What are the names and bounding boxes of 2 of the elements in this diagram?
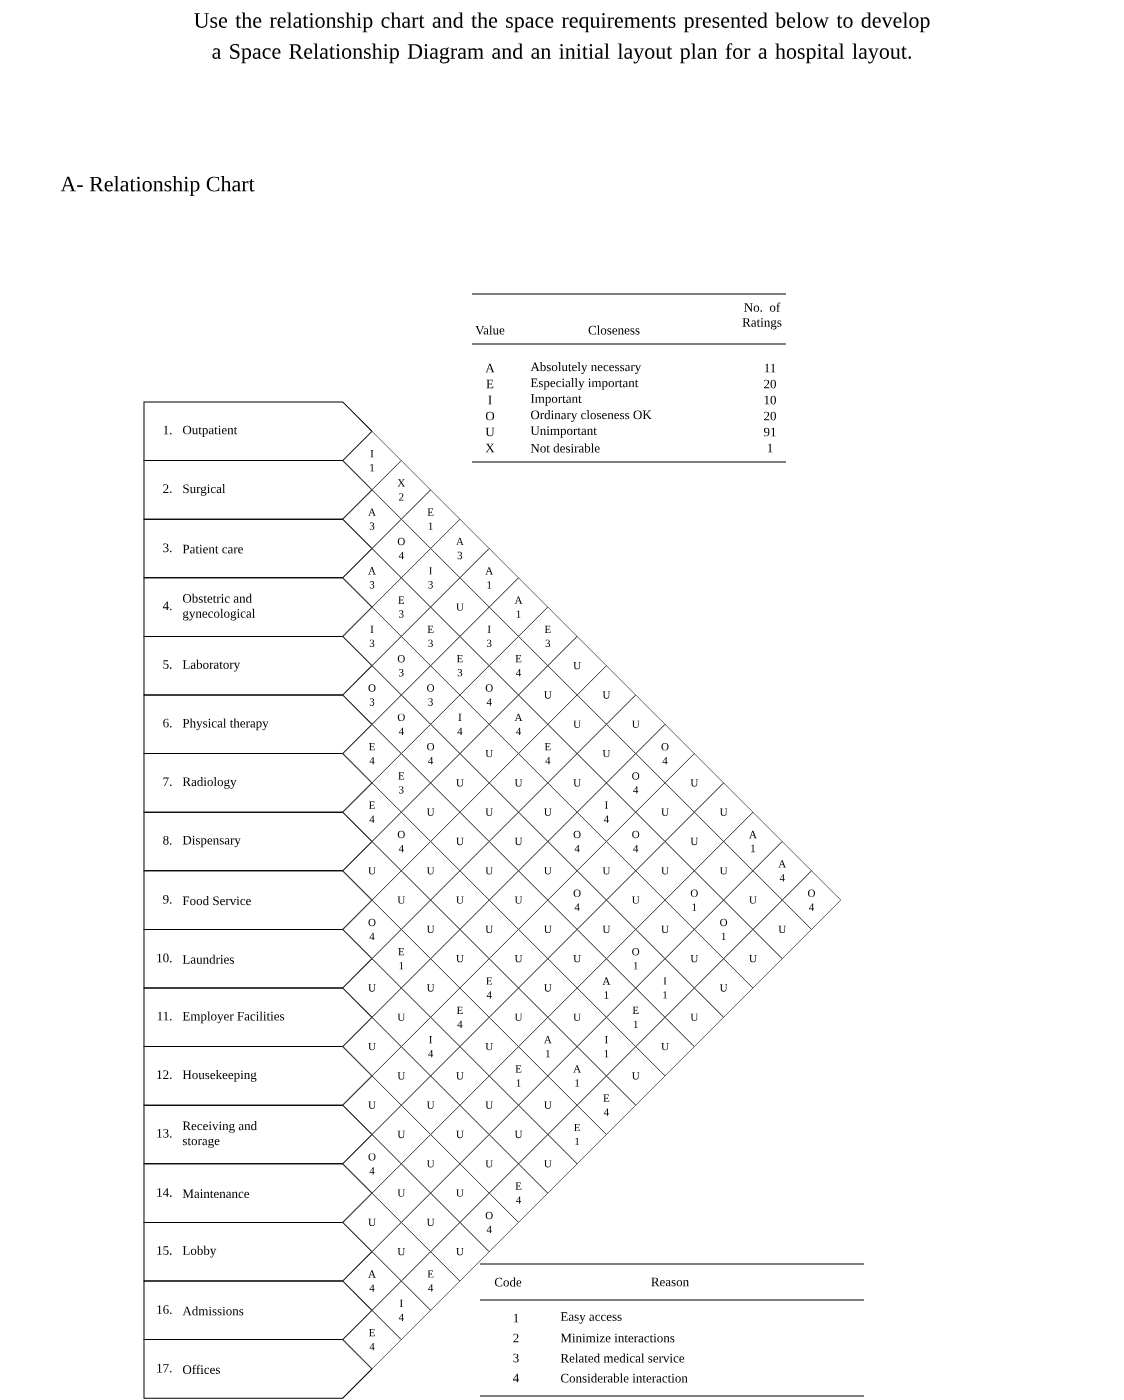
heading: A- Relationship Chart bbox=[60, 176, 255, 196]
title: Use the relationship chart and the space requirements presented below to develop a Space Relationship Diagram and an initial layout plan for a hospital layout. bbox=[194, 12, 930, 64]
